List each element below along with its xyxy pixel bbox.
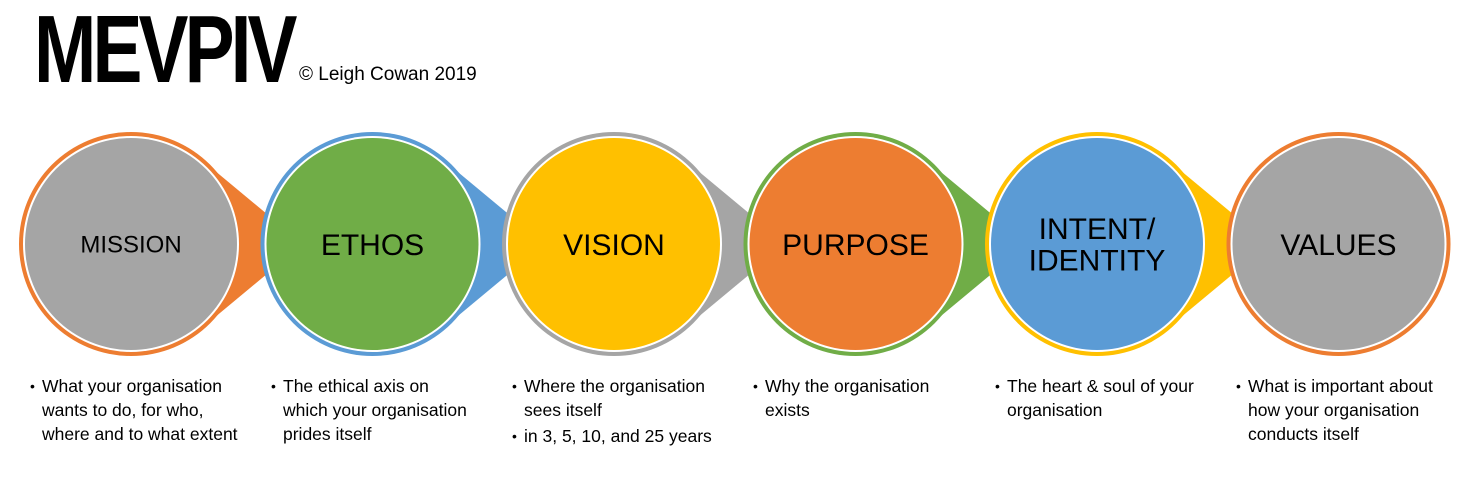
step-description-1: What your organisation wants to do, for … bbox=[30, 374, 240, 448]
step-label: ETHOS bbox=[321, 229, 424, 262]
bullet-item: Where the organisation sees itself bbox=[512, 374, 727, 422]
bullet-item: The ethical axis on which your organisat… bbox=[271, 374, 471, 446]
step-values: VALUES bbox=[1226, 132, 1451, 356]
step-fill bbox=[1232, 138, 1445, 350]
step-label: VISION bbox=[563, 229, 665, 262]
step-fill bbox=[991, 138, 1203, 350]
step-label: IDENTITY bbox=[1029, 245, 1166, 278]
copyright-notice: © Leigh Cowan 2019 bbox=[299, 64, 477, 85]
step-fill bbox=[25, 138, 237, 350]
bullet-item: The heart & soul of your organisation bbox=[995, 374, 1195, 422]
step-label: MISSION bbox=[80, 232, 181, 259]
step-label: VALUES bbox=[1280, 229, 1396, 262]
step-label: PURPOSE bbox=[782, 229, 929, 262]
step-description-6: What is important about how your organis… bbox=[1236, 374, 1441, 448]
step-ethos: ETHOS bbox=[260, 132, 545, 356]
step-intent-identity: INTENT/IDENTITY bbox=[985, 132, 1269, 356]
step-description-5: The heart & soul of your organisation bbox=[995, 374, 1195, 424]
step-mission: MISSION bbox=[19, 132, 303, 356]
step-label: INTENT/ bbox=[1039, 213, 1156, 246]
step-description-4: Why the organisation exists bbox=[753, 374, 953, 424]
step-description-3: Where the organisation sees itselfin 3, … bbox=[512, 374, 727, 450]
step-fill bbox=[508, 138, 720, 350]
bullet-item: What is important about how your organis… bbox=[1236, 374, 1441, 446]
bullet-item: Why the organisation exists bbox=[753, 374, 953, 422]
diagram-title: MEVPIV bbox=[34, 0, 297, 103]
bullet-item: What your organisation wants to do, for … bbox=[30, 374, 240, 446]
bullet-item: in 3, 5, 10, and 25 years bbox=[512, 424, 727, 448]
step-fill bbox=[749, 138, 962, 350]
step-description-2: The ethical axis on which your organisat… bbox=[271, 374, 471, 448]
step-fill bbox=[266, 138, 479, 350]
step-vision: VISION bbox=[502, 132, 786, 356]
step-purpose: PURPOSE bbox=[743, 132, 1028, 356]
